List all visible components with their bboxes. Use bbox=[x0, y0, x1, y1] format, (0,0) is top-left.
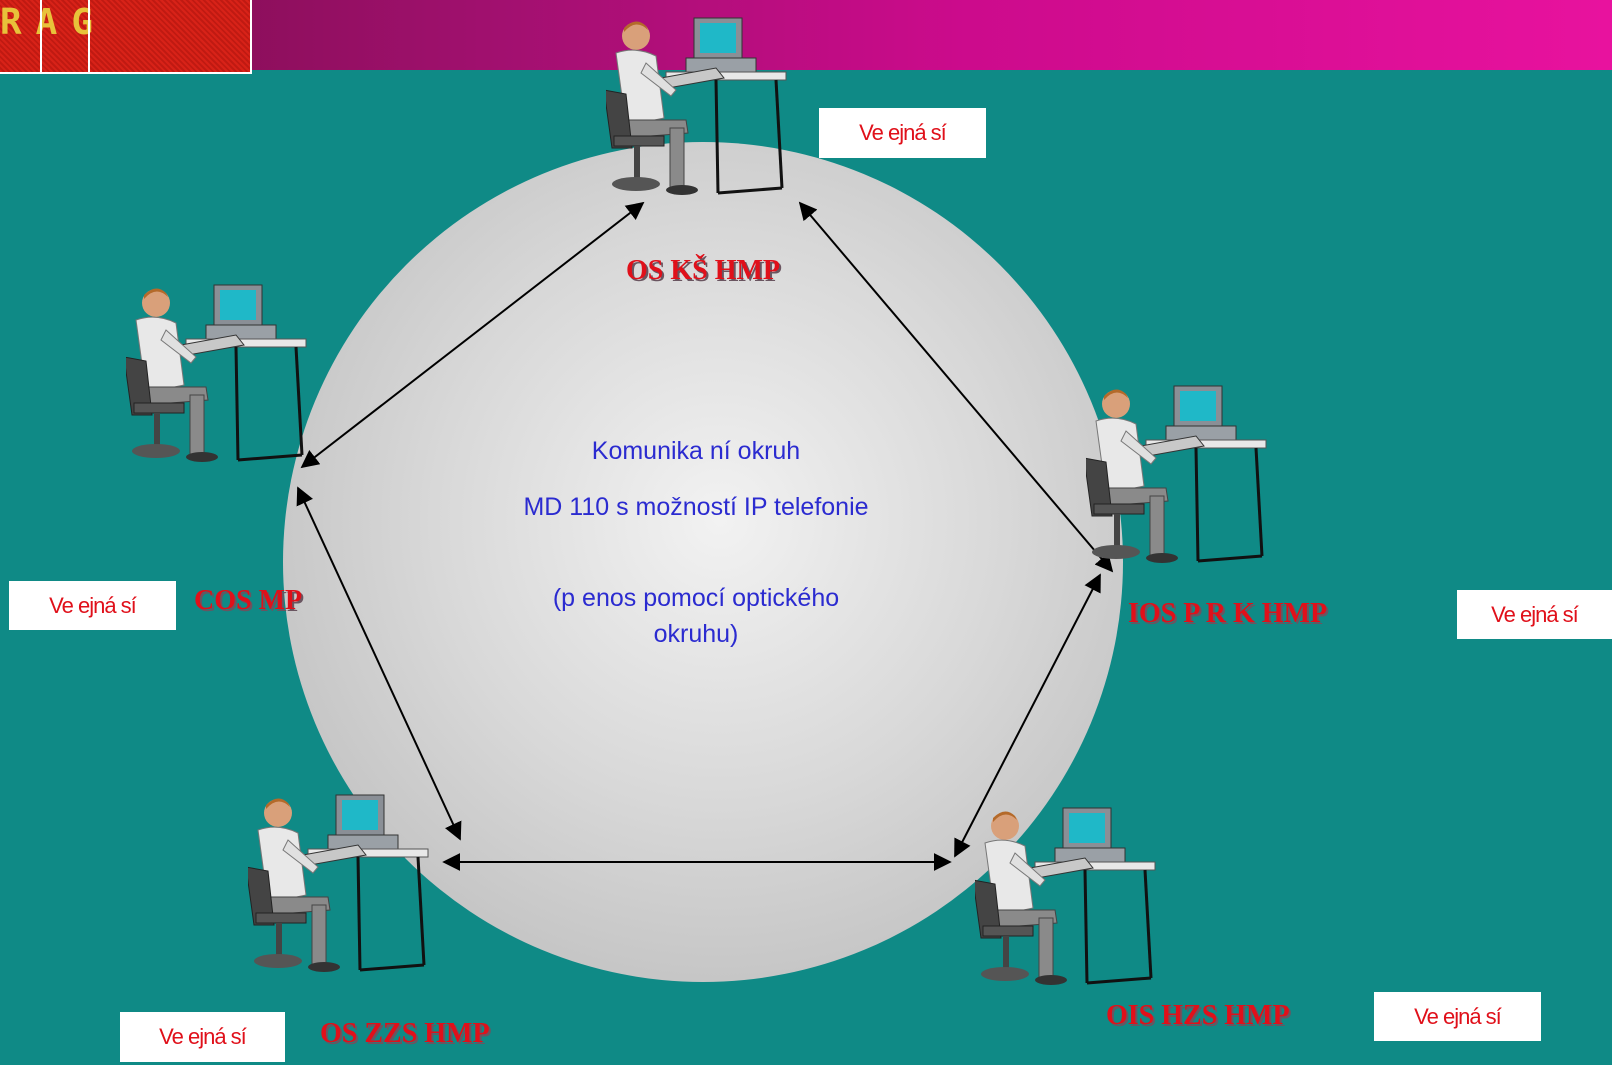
person-at-computer-icon bbox=[248, 794, 429, 972]
public-network-box-top: Ve ejná sí bbox=[819, 108, 986, 158]
logo-text: RAG bbox=[0, 2, 108, 43]
person-at-computer-icon bbox=[975, 807, 1156, 985]
arrow-right-bottom bbox=[954, 573, 1101, 858]
public-network-box-right: Ve ejná sí bbox=[1457, 590, 1612, 639]
person-at-computer-icon bbox=[606, 17, 787, 195]
person-at-computer-icon bbox=[1086, 385, 1267, 563]
center-line-3: (p enos pomocí optického okruhu) bbox=[552, 584, 840, 648]
arrow-top-right bbox=[798, 201, 1114, 573]
node-label-left: COS MP bbox=[194, 585, 303, 616]
logo: RAG bbox=[0, 0, 252, 74]
arrow-left-bottom bbox=[296, 486, 462, 841]
node-label-right: IOS P R K HMP bbox=[1128, 598, 1328, 629]
person-at-computer-icon bbox=[126, 284, 307, 462]
node-label-top: OS KŠ HMP bbox=[626, 255, 781, 286]
public-network-box-bottom-left: Ve ejná sí bbox=[120, 1012, 285, 1062]
logo-divider bbox=[40, 0, 42, 72]
title-bar bbox=[0, 0, 1612, 70]
node-label-bottom-left: OS ZZS HMP bbox=[320, 1018, 490, 1049]
node-label-bottom-right: OIS HZS HMP bbox=[1106, 1000, 1290, 1031]
logo-divider bbox=[88, 0, 90, 72]
arrow-top-left bbox=[300, 201, 645, 469]
public-network-box-left: Ve ejná sí bbox=[9, 581, 176, 630]
public-network-box-bottom-right: Ve ejná sí bbox=[1374, 992, 1541, 1041]
